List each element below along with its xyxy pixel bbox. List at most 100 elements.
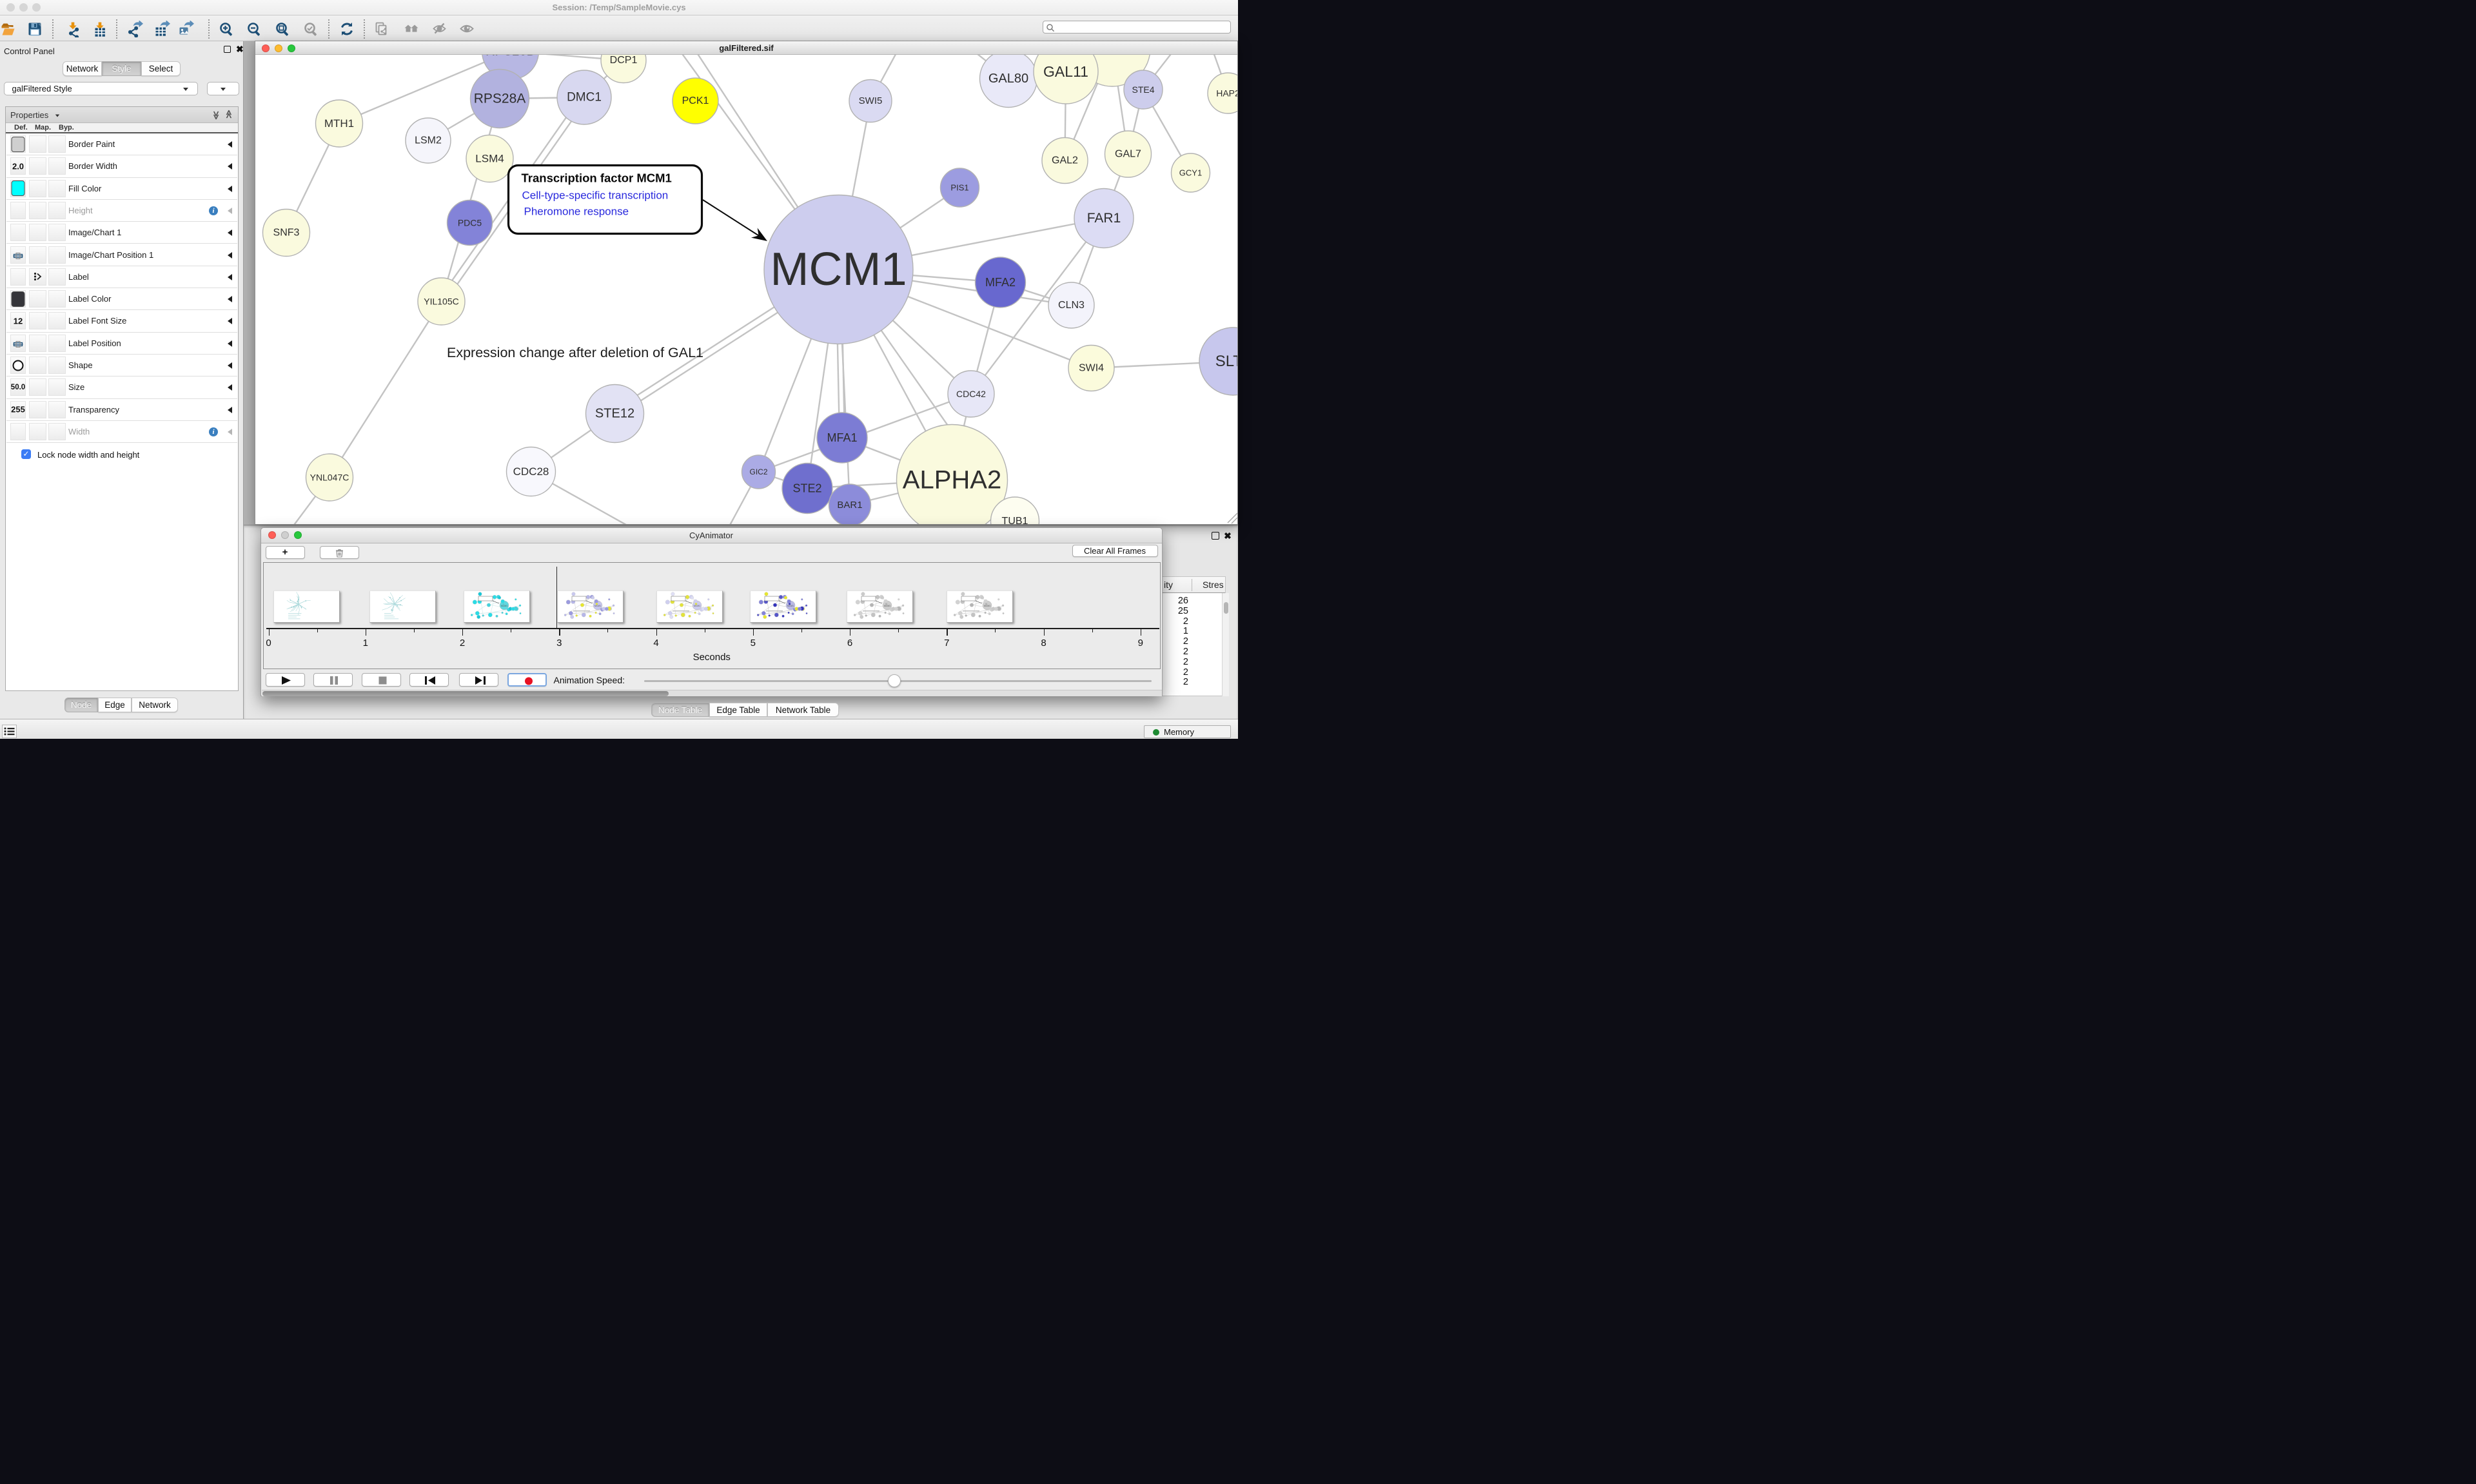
network-node-swi5[interactable]: SWI5 [849,79,892,123]
bottom-tab-node[interactable]: Node [64,698,98,712]
bottom-tab-edge[interactable]: Edge [98,698,132,712]
timeline-frame-4[interactable]: MCM1 [557,591,624,623]
property-map-cell[interactable] [29,135,46,153]
timeline-frame-8[interactable]: MCM1 [947,591,1014,623]
properties-header[interactable]: Properties ≫ ≫ [6,107,238,123]
network-node-gal2[interactable]: GAL2 [1041,137,1088,184]
table-cell-value[interactable]: 2 [1183,616,1188,627]
search-box[interactable] [1043,20,1231,34]
expand-property-icon[interactable] [228,273,232,280]
network-node-pck1[interactable]: PCK1 [672,77,719,124]
property-def-cell[interactable] [10,356,26,374]
property-map-cell[interactable] [29,356,46,374]
property-def-cell[interactable] [10,268,26,286]
property-def-cell[interactable] [10,135,26,153]
property-row-label[interactable]: Label [6,266,237,289]
close-window-icon[interactable] [6,3,15,12]
property-byp-cell[interactable] [48,201,66,219]
network-node-alpha2[interactable]: ALPHA2 [896,424,1008,525]
property-row-fill-color[interactable]: Fill Color [6,177,237,200]
property-map-cell[interactable] [29,334,46,352]
style-selector-dropdown[interactable]: galFiltered Style [3,82,198,95]
duplicate-network-icon[interactable] [373,21,390,37]
property-byp-cell[interactable] [48,179,66,197]
open-file-icon[interactable] [0,21,17,37]
network-window-titlebar[interactable]: galFiltered.sif [255,41,1237,55]
property-map-cell[interactable] [29,246,46,264]
property-byp-cell[interactable] [48,334,66,352]
timeline-playhead[interactable] [556,567,558,629]
network-node-pdc5[interactable]: PDC5 [446,199,493,246]
table-cell-value[interactable]: 2 [1183,656,1188,667]
resize-grip-icon[interactable] [1227,513,1237,524]
network-node-mcm1[interactable]: MCM1 [763,194,914,345]
property-def-cell[interactable] [10,334,26,352]
network-node-lsm2[interactable]: LSM2 [405,117,451,164]
cyanimator-close-icon[interactable] [268,531,276,539]
network-node-ynl047c[interactable]: YNL047C [305,453,354,502]
property-def-cell[interactable] [10,422,26,440]
expand-property-icon[interactable] [228,185,232,192]
network-edge[interactable] [339,55,511,124]
save-session-icon[interactable] [26,21,43,37]
network-node-cdc42[interactable]: CDC42 [947,370,995,418]
expand-property-icon[interactable] [228,163,232,170]
property-def-cell[interactable] [10,201,26,219]
timeline-frame-2[interactable] [369,591,436,623]
network-node-gcy1[interactable]: GCY1 [1170,153,1211,193]
property-row-image-chart-1[interactable]: Image/Chart 1 [6,222,237,244]
property-map-cell[interactable] [29,268,46,286]
property-def-cell[interactable] [10,290,26,308]
zoom-selected-icon[interactable] [302,21,319,37]
previous-frame-button[interactable] [409,673,449,687]
property-row-label-color[interactable]: Label Color [6,288,237,311]
network-node-pis1[interactable]: PIS1 [939,168,980,208]
timeline-frame-1[interactable] [273,591,340,623]
export-table-icon[interactable] [153,19,170,37]
float-panel-icon[interactable] [224,46,231,53]
network-node-bar1[interactable]: BAR1 [828,483,872,524]
import-table-icon[interactable] [92,21,108,37]
first-neighbors-icon[interactable] [403,21,420,37]
property-byp-cell[interactable] [48,400,66,418]
bottom-tab-network[interactable]: Network [132,698,178,712]
property-byp-cell[interactable] [48,312,66,330]
style-options-button[interactable] [207,82,239,95]
table-cell-value[interactable]: 2 [1183,636,1188,647]
close-table-panel-icon[interactable]: ✖ [1224,531,1232,541]
cyanimator-minimize-icon[interactable] [280,531,289,539]
timeline-frame-6[interactable]: MCM1 [750,591,817,623]
network-node-snf3[interactable]: SNF3 [262,208,311,257]
close-panel-icon[interactable]: ✖ [236,44,244,54]
refresh-layout-icon[interactable] [339,21,355,37]
property-def-cell[interactable]: 50.0 [10,378,26,396]
record-button[interactable] [507,673,547,687]
property-def-cell[interactable]: 12 [10,312,26,330]
property-byp-cell[interactable] [48,246,66,264]
expand-property-icon[interactable] [228,362,232,369]
float-table-panel-icon[interactable] [1212,532,1219,540]
network-node-slt2[interactable]: SLT2 [1199,327,1237,396]
tab-select[interactable]: Select [141,61,181,76]
next-frame-button[interactable] [458,673,498,687]
expand-property-icon[interactable] [228,318,232,325]
property-map-cell[interactable] [29,224,46,242]
expand-property-icon[interactable] [228,207,232,214]
property-byp-cell[interactable] [48,224,66,242]
zoom-in-icon[interactable] [218,21,235,37]
expand-all-icon[interactable]: ≫ [211,111,221,119]
property-byp-cell[interactable] [48,422,66,440]
network-node-ste12[interactable]: STE12 [585,384,645,444]
expand-property-icon[interactable] [228,251,232,259]
table-cell-value[interactable]: 26 [1177,596,1188,606]
expand-property-icon[interactable] [228,428,232,435]
network-node-mfa1[interactable]: MFA1 [816,412,868,464]
network-close-icon[interactable] [262,44,270,52]
cyanimator-titlebar[interactable]: CyAnimator [260,528,1162,543]
property-byp-cell[interactable] [48,268,66,286]
clear-all-frames-button[interactable]: Clear All Frames [1072,545,1158,557]
